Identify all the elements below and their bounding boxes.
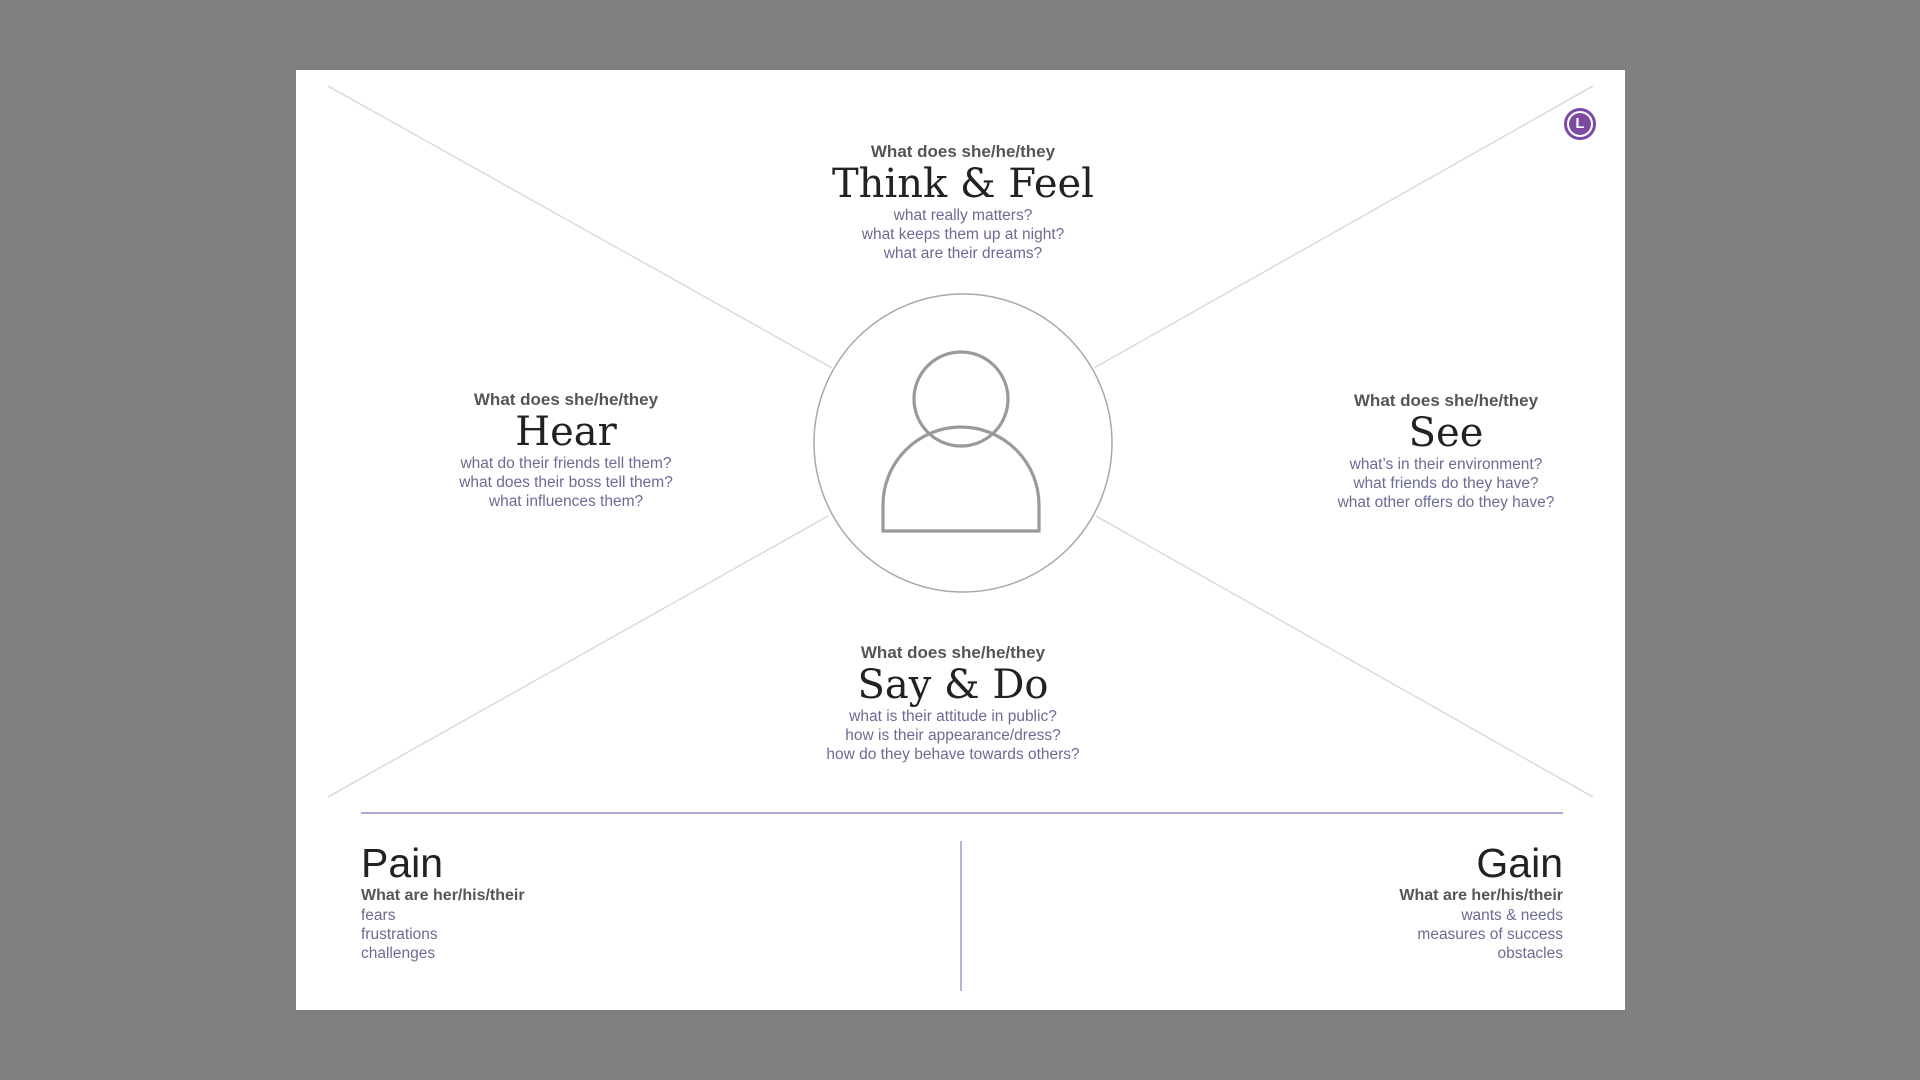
think-prompt: what really matters?	[893, 207, 1033, 224]
gain-item: measures of success	[1417, 926, 1563, 943]
pain-item: challenges	[361, 945, 436, 962]
person-icon	[881, 350, 1041, 533]
gain-title: Gain	[1476, 840, 1563, 886]
think-title: Think & Feel	[832, 161, 1094, 207]
see-title: See	[1408, 410, 1484, 456]
see-lead: What does she/he/they	[1353, 391, 1539, 410]
gain-item: obstacles	[1497, 945, 1563, 962]
say-title: Say & Do	[857, 662, 1049, 708]
pain-item: frustrations	[361, 926, 438, 943]
diagonal-bottom-left	[327, 515, 829, 798]
think-prompt: what are their dreams?	[883, 245, 1043, 262]
hear-lead: What does she/he/they	[473, 390, 659, 409]
pain-item: fears	[361, 907, 396, 924]
diagonal-top-right	[1093, 85, 1594, 369]
quadrant-hear: What does she/he/they Hear what do their…	[416, 390, 716, 511]
quadrant-say-do: What does she/he/they Say & Do what is t…	[753, 643, 1153, 764]
see-prompt: what other offers do they have?	[1337, 494, 1555, 511]
think-lead: What does she/he/they	[870, 142, 1056, 161]
say-prompt: how is their appearance/dress?	[845, 727, 1061, 744]
diagonal-bottom-right	[1095, 515, 1594, 798]
hear-prompt: what do their friends tell them?	[460, 455, 672, 472]
gain-lead: What are her/his/their	[1399, 887, 1563, 904]
think-prompt: what keeps them up at night?	[861, 226, 1065, 243]
quadrant-see: What does she/he/they See what’s in thei…	[1296, 391, 1596, 512]
pain-title: Pain	[361, 840, 444, 886]
empathy-map-board: L What does she/he/they Think & Feel wha…	[296, 70, 1625, 1010]
say-prompt: how do they behave towards others?	[826, 746, 1080, 763]
hear-title: Hear	[515, 409, 617, 455]
pain-section: Pain What are her/his/their fears frustr…	[361, 840, 861, 963]
hear-prompt: what does their boss tell them?	[459, 474, 673, 491]
logo-badge-icon: L	[1564, 108, 1596, 140]
gain-item: wants & needs	[1461, 907, 1563, 924]
diagonal-top-left	[327, 85, 833, 369]
map-lines	[327, 85, 1594, 991]
see-prompt: what friends do they have?	[1353, 475, 1539, 492]
pain-lead: What are her/his/their	[361, 887, 525, 904]
say-lead: What does she/he/they	[860, 643, 1046, 662]
say-prompt: what is their attitude in public?	[849, 708, 1057, 725]
see-prompt: what’s in their environment?	[1349, 456, 1543, 473]
hear-prompt: what influences them?	[488, 493, 644, 510]
gain-section: Gain What are her/his/their wants & need…	[1063, 840, 1563, 963]
quadrant-think-feel: What does she/he/they Think & Feel what …	[763, 142, 1163, 263]
persona-circle	[813, 293, 1113, 593]
